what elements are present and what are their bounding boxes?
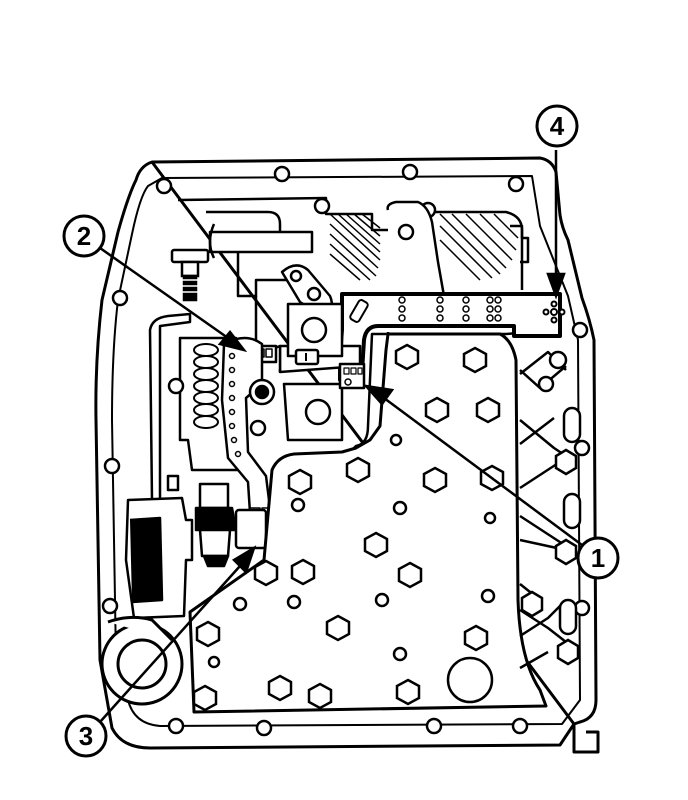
arrowhead-4 [546,272,566,300]
leader-line-3 [99,565,241,723]
upper-housing [177,196,530,340]
leader-line-2 [99,246,229,340]
left-shaft [124,482,268,620]
hatched-region [329,213,519,281]
hex-bolts [192,343,505,712]
round-boss [100,615,184,706]
valve-body-plate [188,332,548,714]
callout-1: 1 [576,536,620,580]
crosshair-marker [542,300,566,324]
case-outline [94,156,600,754]
plate-holes [207,433,497,704]
arrowhead-2 [217,330,248,353]
arrowhead-1 [362,384,395,407]
callout-2: 2 [62,214,106,258]
callout-4-label: 4 [550,111,565,141]
arrowhead-3 [231,545,257,575]
leader-lines [99,150,587,723]
rib-nodes [520,350,582,666]
callout-3-label: 3 [79,721,93,751]
leader-line-1 [383,396,587,550]
callout-3: 3 [64,714,108,758]
callout-1-label: 1 [591,543,605,573]
callout-2-label: 2 [77,221,91,251]
adjuster-screw [170,248,210,302]
callout-4: 4 [535,104,579,148]
case-bolt-holes [101,163,591,737]
